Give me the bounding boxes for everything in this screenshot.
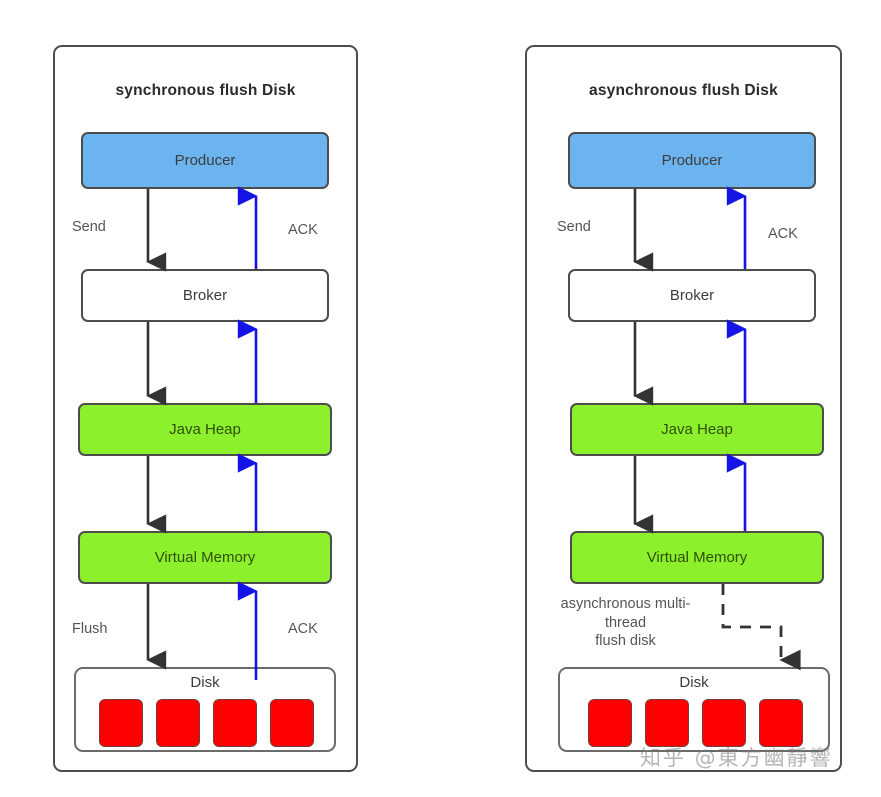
right-node-producer[interactable]: Producer bbox=[568, 132, 816, 189]
watermark: 知乎 @東方幽靜響 bbox=[640, 746, 833, 770]
left-disk-cell bbox=[270, 699, 314, 747]
right-node-producer-label: Producer bbox=[661, 152, 723, 169]
right-label-async-flush-line2: thread bbox=[604, 614, 647, 631]
left-disk-container[interactable]: Disk bbox=[74, 667, 336, 752]
right-node-virtual-memory-label: Virtual Memory bbox=[646, 549, 748, 566]
left-node-virtual-memory[interactable]: Virtual Memory bbox=[78, 531, 332, 584]
panel-synchronous-title: synchronous flush Disk bbox=[115, 82, 296, 99]
left-disk-label: Disk bbox=[190, 674, 220, 691]
right-node-java-heap-label: Java Heap bbox=[661, 421, 733, 438]
right-disk-label: Disk bbox=[679, 674, 709, 691]
right-disk-container[interactable]: Disk bbox=[558, 667, 830, 752]
left-disk-cell bbox=[99, 699, 143, 747]
right-disk-cell bbox=[759, 699, 803, 747]
left-node-broker-label: Broker bbox=[182, 287, 228, 304]
right-label-send: Send bbox=[557, 219, 591, 235]
right-node-java-heap[interactable]: Java Heap bbox=[570, 403, 824, 456]
left-disk-cell bbox=[156, 699, 200, 747]
right-disk-cell bbox=[702, 699, 746, 747]
panel-asynchronous-title: asynchronous flush Disk bbox=[589, 82, 778, 99]
right-disk-cell bbox=[588, 699, 632, 747]
right-label-ack-top: ACK bbox=[768, 226, 798, 242]
right-node-broker-label: Broker bbox=[669, 287, 715, 304]
right-label-async-flush-line3: flush disk bbox=[595, 633, 656, 650]
left-node-virtual-memory-label: Virtual Memory bbox=[154, 549, 256, 566]
right-node-virtual-memory[interactable]: Virtual Memory bbox=[570, 531, 824, 584]
left-label-ack-top: ACK bbox=[288, 222, 318, 238]
left-node-producer-label: Producer bbox=[174, 152, 236, 169]
right-node-broker[interactable]: Broker bbox=[568, 269, 816, 322]
left-node-java-heap-label: Java Heap bbox=[169, 421, 241, 438]
right-disk-cell bbox=[645, 699, 689, 747]
left-node-java-heap[interactable]: Java Heap bbox=[78, 403, 332, 456]
left-label-flush: Flush bbox=[72, 621, 108, 637]
left-node-broker[interactable]: Broker bbox=[81, 269, 329, 322]
right-label-async-flush: asynchronous multi- thread flush disk bbox=[533, 595, 718, 651]
right-label-async-flush-line1: asynchronous multi- bbox=[560, 596, 691, 612]
left-label-send: Send bbox=[72, 219, 106, 235]
left-disk-cell bbox=[213, 699, 257, 747]
left-node-producer[interactable]: Producer bbox=[81, 132, 329, 189]
left-label-ack-bottom: ACK bbox=[288, 621, 318, 637]
